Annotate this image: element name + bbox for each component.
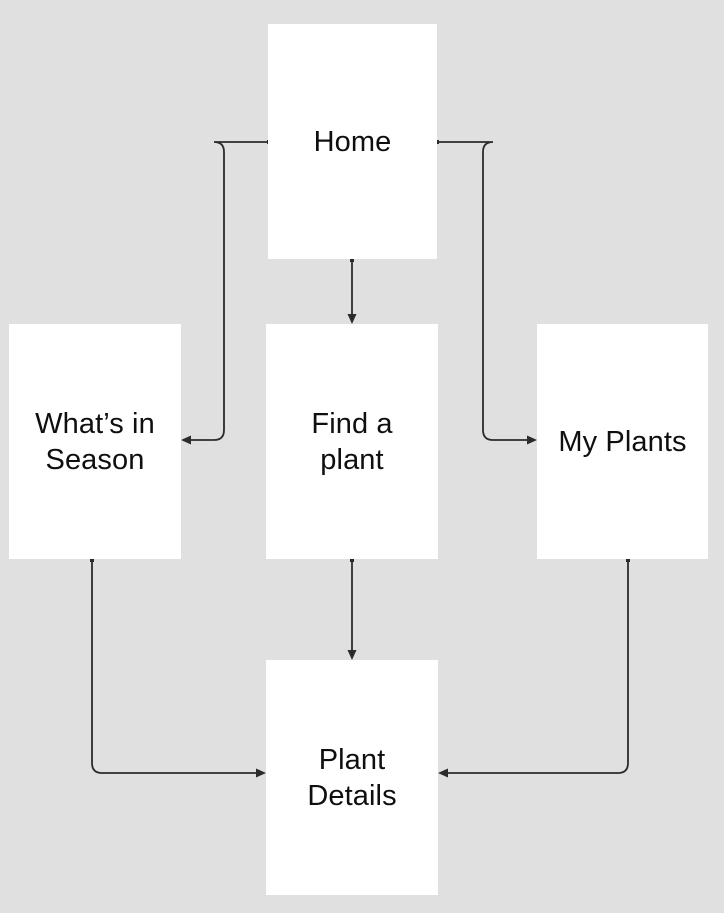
arrowhead-icon-find-a-plant-to-plant-details xyxy=(347,650,357,660)
edge-home-to-find-a-plant xyxy=(347,258,357,324)
node-find-a-plant[interactable]: Find a plant xyxy=(266,324,438,559)
node-label-plant-details: Plant Details xyxy=(307,743,397,812)
node-label-find-a-plant: Find a plant xyxy=(311,407,393,476)
edge-line-home-to-my-plants xyxy=(437,141,527,441)
node-my-plants[interactable]: My Plants xyxy=(537,324,708,559)
arrowhead-icon-home-to-whats-in-season xyxy=(181,435,191,445)
node-whats-in-season[interactable]: What’s in Season xyxy=(9,324,181,559)
node-label-home: Home xyxy=(313,125,392,158)
arrowhead-icon-home-to-my-plants xyxy=(527,435,537,445)
node-home[interactable]: Home xyxy=(268,24,437,259)
arrowhead-icon-home-to-find-a-plant xyxy=(347,314,357,324)
edge-my-plants-to-plant-details xyxy=(438,558,630,778)
node-plant-details[interactable]: Plant Details xyxy=(266,660,438,895)
edge-home-to-whats-in-season xyxy=(181,140,271,445)
edge-line-my-plants-to-plant-details xyxy=(448,560,629,774)
arrowhead-icon-my-plants-to-plant-details xyxy=(438,768,448,778)
node-label-my-plants: My Plants xyxy=(558,425,687,458)
arrowhead-icon-whats-in-season-to-plant-details xyxy=(256,768,266,778)
node-label-whats-in-season: What’s in Season xyxy=(35,407,155,476)
edge-home-to-my-plants xyxy=(435,140,537,445)
edge-line-whats-in-season-to-plant-details xyxy=(91,560,256,774)
edge-whats-in-season-to-plant-details xyxy=(90,558,266,778)
edge-line-home-to-whats-in-season xyxy=(190,141,269,441)
edge-find-a-plant-to-plant-details xyxy=(347,558,357,660)
